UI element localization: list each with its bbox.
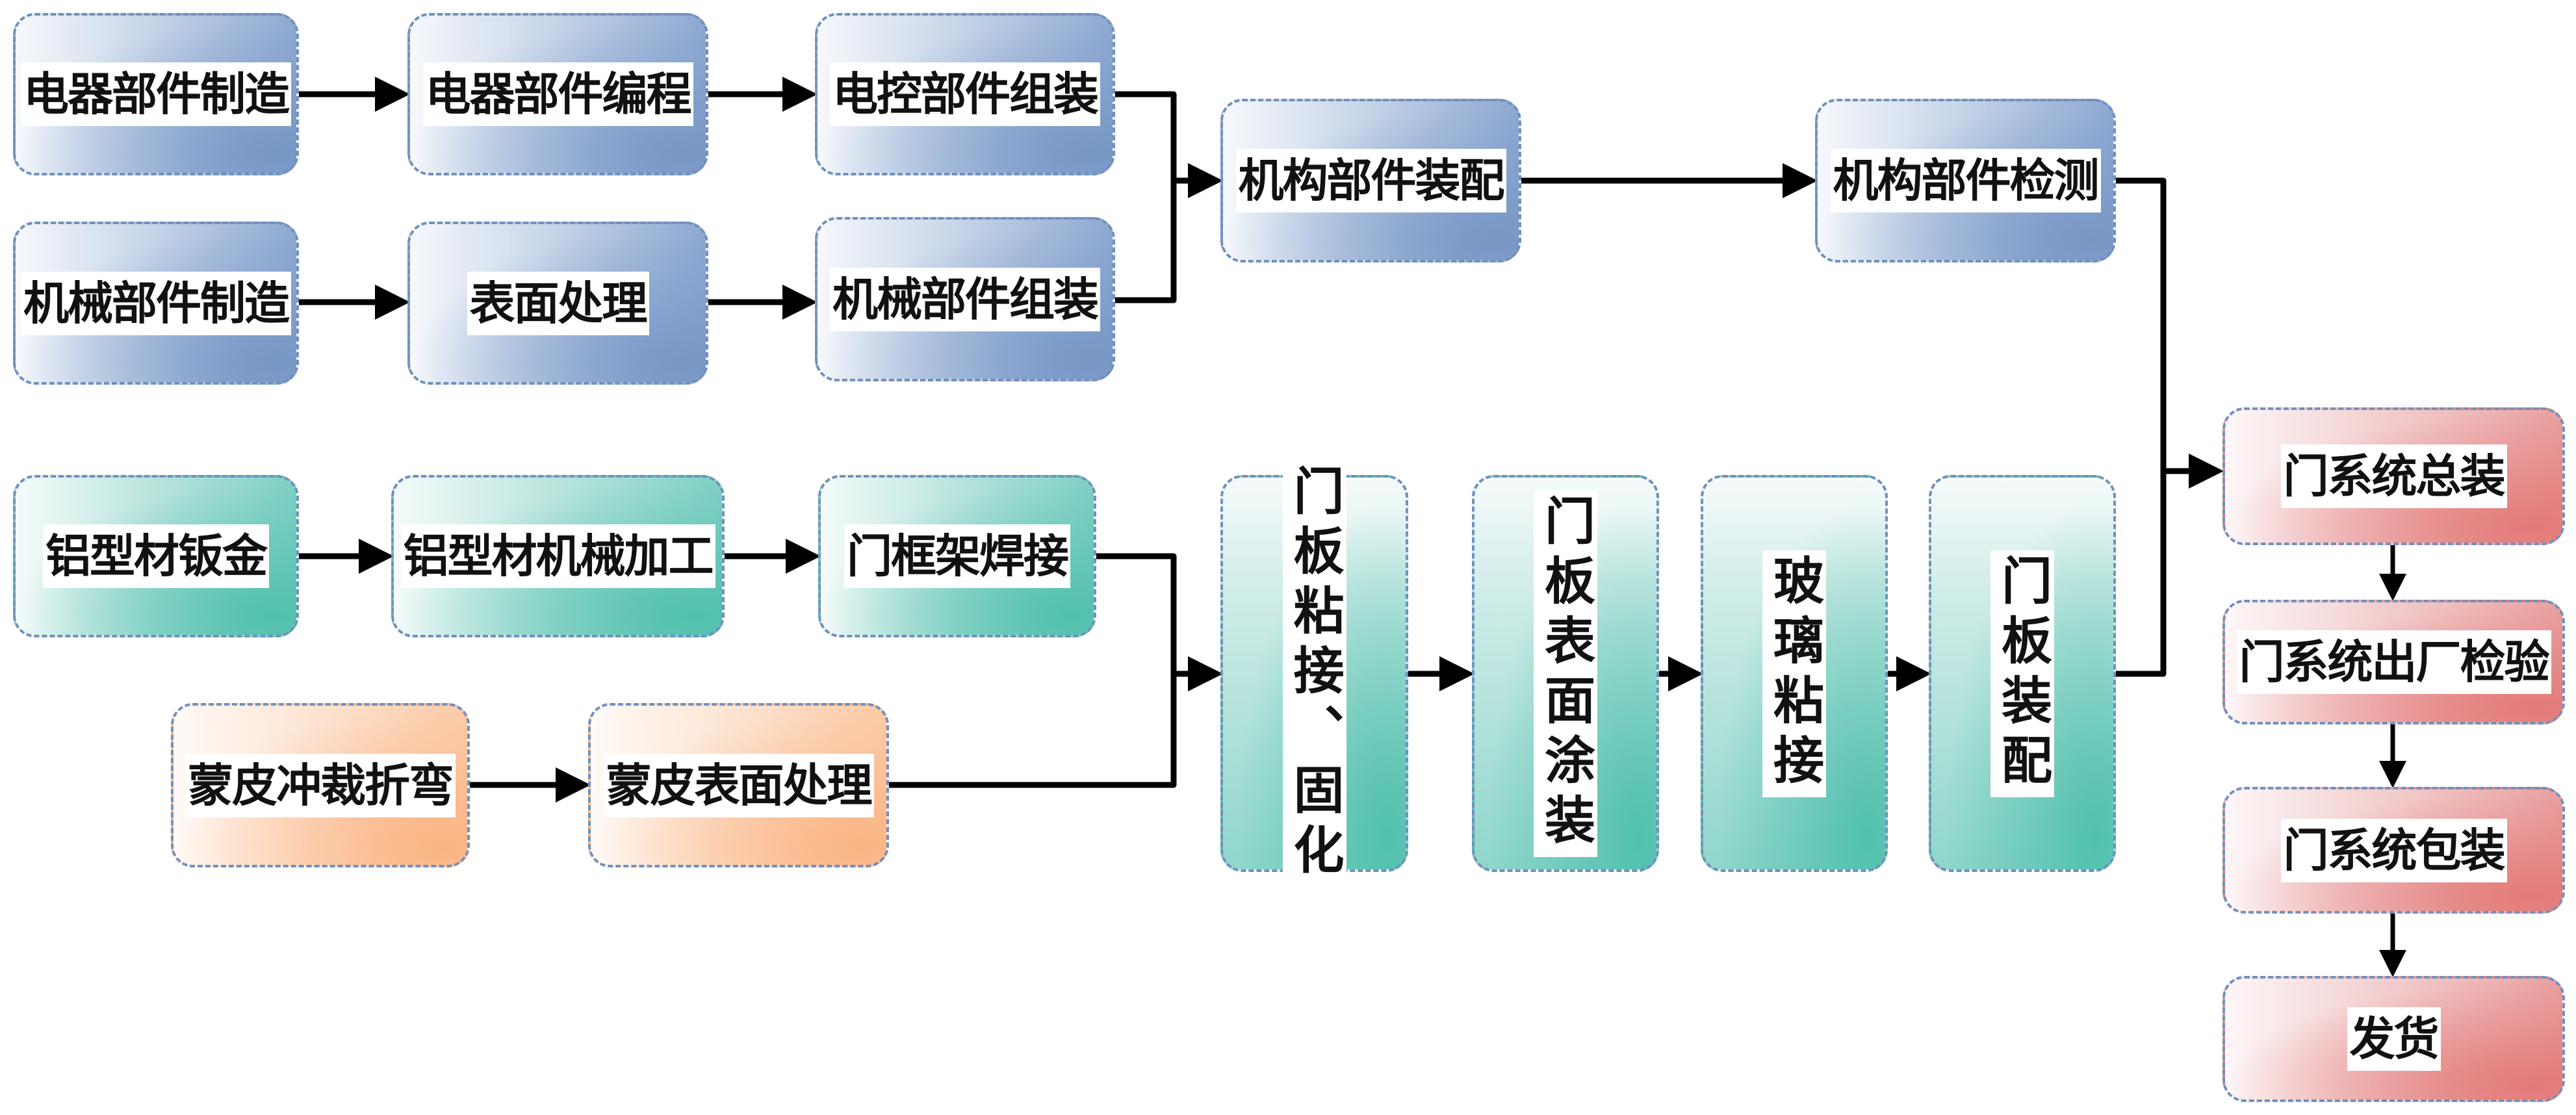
node-label: 铝型材机械加工 <box>400 524 715 588</box>
connector-n8-n17-merge <box>2116 177 2167 677</box>
node-electrical-parts-manufacturing[interactable]: 电器部件制造 <box>13 13 299 175</box>
node-mechanism-assembly[interactable]: 机构部件装配 <box>1220 99 1521 263</box>
connector-n11-n13-merge <box>889 553 1177 788</box>
node-aluminum-machining[interactable]: 铝型材机械加工 <box>391 475 725 637</box>
node-door-frame-welding[interactable]: 门框架焊接 <box>818 475 1096 637</box>
node-label: 门系统总装 <box>2280 444 2507 508</box>
node-label: 机械部件制造 <box>21 271 291 335</box>
node-door-system-factory-inspection[interactable]: 门系统出厂检验 <box>2222 600 2565 724</box>
node-label: 电器部件编程 <box>422 62 693 126</box>
node-label: 门系统出厂检验 <box>2236 630 2551 694</box>
node-label: 铝型材钣金 <box>43 524 269 588</box>
node-label: 门框架焊接 <box>844 524 1070 588</box>
node-skin-surface-treatment[interactable]: 蒙皮表面处理 <box>588 703 889 867</box>
node-label: 机械部件组装 <box>830 267 1100 331</box>
node-electronic-control-assembly[interactable]: 电控部件组装 <box>815 13 1115 175</box>
node-label: 表面处理 <box>467 271 649 335</box>
node-mechanism-inspection[interactable]: 机构部件检测 <box>1815 99 2116 263</box>
node-door-panel-surface-coating[interactable]: 门板表面涂装 <box>1472 475 1659 872</box>
connector-n3-n6-merge <box>1115 91 1177 303</box>
node-label: 门板表面涂装 <box>1534 490 1597 857</box>
node-label: 机构部件检测 <box>1830 149 2101 212</box>
node-door-system-packaging[interactable]: 门系统包装 <box>2222 787 2565 914</box>
node-label: 电控部件组装 <box>830 62 1100 126</box>
node-shipping[interactable]: 发货 <box>2222 976 2565 1102</box>
node-mechanical-parts-manufacturing[interactable]: 机械部件制造 <box>13 222 299 385</box>
node-label: 玻璃粘接 <box>1762 550 1826 797</box>
node-door-panel-assembly[interactable]: 门板装配 <box>1929 475 2116 872</box>
node-label: 蒙皮表面处理 <box>603 753 874 817</box>
node-mechanical-parts-assembly[interactable]: 机械部件组装 <box>815 217 1115 381</box>
node-label: 机构部件装配 <box>1235 149 1506 212</box>
node-label: 蒙皮冲裁折弯 <box>185 753 456 817</box>
node-label: 电器部件制造 <box>21 62 291 126</box>
node-label: 门板装配 <box>1990 550 2054 797</box>
node-electrical-parts-programming[interactable]: 电器部件编程 <box>407 13 708 175</box>
node-label: 发货 <box>2347 1007 2441 1071</box>
node-aluminum-sheet-metal[interactable]: 铝型材钣金 <box>13 475 299 637</box>
node-door-system-final-assembly[interactable]: 门系统总装 <box>2222 407 2565 545</box>
node-label: 门板粘接、固化 <box>1282 460 1346 887</box>
node-glass-bonding[interactable]: 玻璃粘接 <box>1701 475 1888 872</box>
node-door-panel-bonding-curing[interactable]: 门板粘接、固化 <box>1220 460 1408 887</box>
node-surface-treatment[interactable]: 表面处理 <box>407 222 708 385</box>
node-label: 门系统包装 <box>2280 818 2507 882</box>
node-skin-punching-bending[interactable]: 蒙皮冲裁折弯 <box>171 703 470 867</box>
